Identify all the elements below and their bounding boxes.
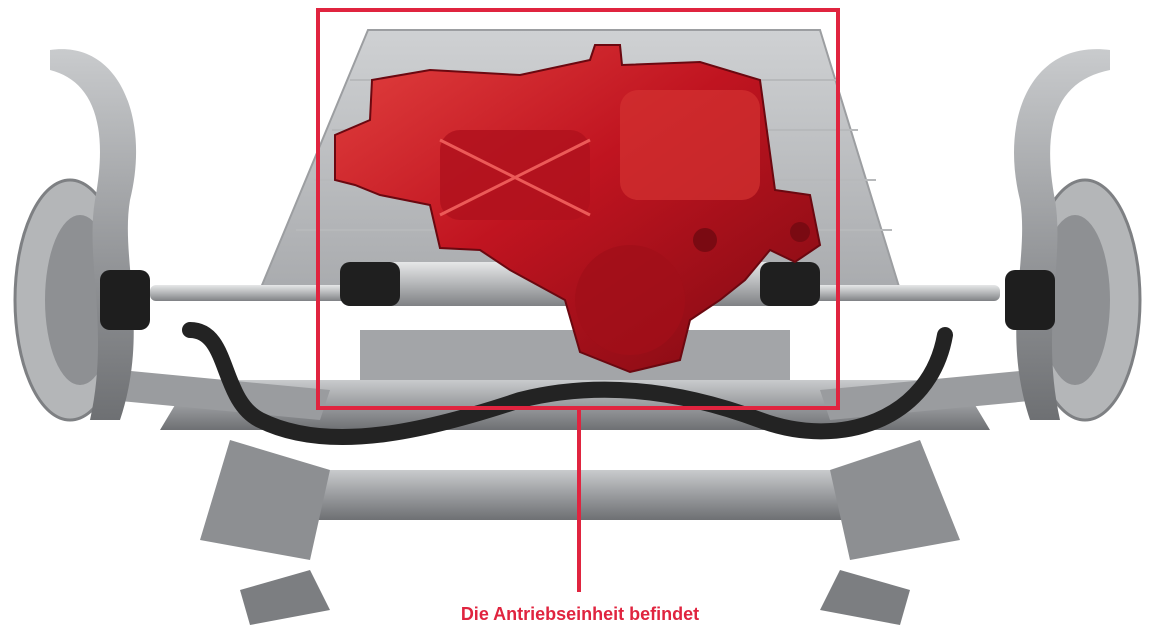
left-wheel-hub (13, 49, 150, 422)
caption-label: Die Antriebseinheit befindet (460, 604, 700, 624)
drive-unit-highlight-box (316, 8, 840, 410)
drive-unit (334, 44, 822, 374)
sway-bar (182, 322, 953, 446)
right-wheel-hub (1005, 49, 1142, 422)
callout-line (577, 410, 581, 592)
